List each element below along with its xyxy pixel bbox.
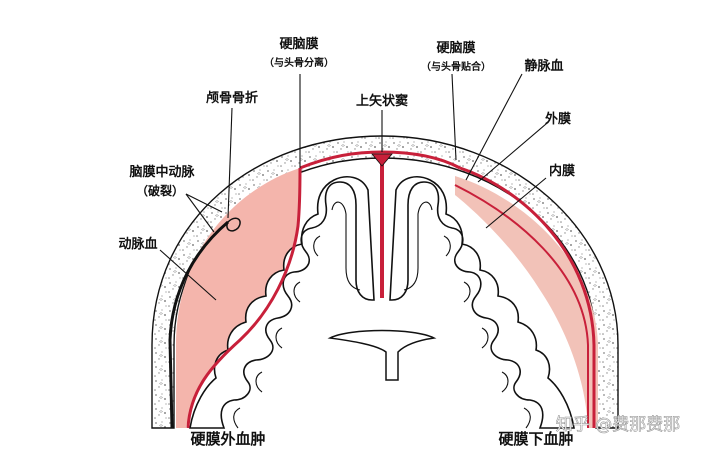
- leader-dura-attached: [451, 73, 457, 161]
- label-dura-attached-note: （与头骨贴合）: [421, 60, 491, 73]
- label-skull-fracture: 颅骨骨折: [206, 90, 258, 106]
- label-epidural-hematoma: 硬膜外血肿: [190, 430, 265, 448]
- right-sulci: [403, 201, 531, 429]
- left-sulci: [233, 201, 361, 429]
- label-meningeal-artery: 脑膜中动脉: [129, 164, 195, 180]
- leader-artery-2: [185, 193, 215, 233]
- leader-skull-fracture: [227, 107, 233, 219]
- label-sagittal-sinus: 上矢状窦: [356, 93, 408, 109]
- leader-inner-membrane: [485, 177, 547, 229]
- left-hemisphere: [189, 176, 375, 429]
- ventricle: [327, 329, 437, 381]
- leader-artery-1: [185, 193, 223, 213]
- leader-arterial-blood: [159, 249, 217, 301]
- watermark: 知乎 @费那费那: [556, 415, 680, 435]
- label-meningeal-artery-note: （破裂）: [136, 183, 184, 198]
- subdural-hematoma-region: [455, 176, 598, 428]
- right-hemisphere: [389, 176, 575, 429]
- epidural-hematoma-region: [176, 168, 301, 428]
- artery-rupture: [226, 217, 241, 232]
- label-dura-attached: 硬脑膜: [436, 40, 475, 56]
- label-dura-separated-note: （与头骨分离）: [264, 56, 334, 69]
- dura-left: [186, 167, 302, 429]
- meningeal-artery: [168, 220, 229, 429]
- leader-outer-membrane: [477, 123, 547, 183]
- label-subdural-hematoma: 硬膜下血肿: [498, 430, 573, 448]
- dura-right-inner: [454, 184, 589, 428]
- label-venous-blood: 静脉血: [524, 58, 563, 74]
- label-outer-membrane: 外膜: [544, 111, 571, 127]
- dura-right-outer: [459, 166, 596, 428]
- sagittal-sinus: [371, 153, 393, 167]
- label-arterial-blood: 动脉血: [118, 236, 157, 252]
- label-dura-separated: 硬脑膜: [279, 36, 318, 52]
- label-inner-membrane: 内膜: [549, 163, 575, 179]
- leader-venous-blood: [465, 73, 523, 181]
